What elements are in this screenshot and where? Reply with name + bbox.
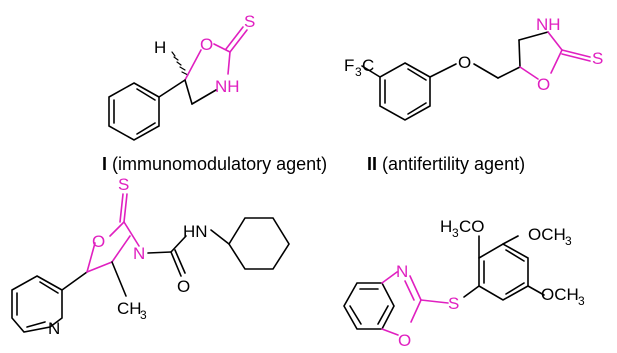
compound-II-ring-oxygen-label: O <box>537 75 550 94</box>
svg-text:I(immunomodulatory agent): I(immunomodulatory agent) <box>102 154 327 174</box>
compound-IV-methoxy-bottom-count: 3 <box>578 294 585 308</box>
compound-IV-methoxy-top-count: 3 <box>565 234 572 248</box>
compound-IV-nitrogen-label: N <box>396 262 408 281</box>
compound-III-methyl-label: CH <box>117 299 142 318</box>
compound-II-description: (antifertility agent) <box>382 154 525 174</box>
compound-IV-methoxy-top-label: OCH <box>528 225 566 244</box>
compound-IV-benzo-ring <box>343 282 395 330</box>
compound-III-sulfur-label: S <box>118 175 129 194</box>
compound-II-numeral: II <box>367 154 377 174</box>
compound-I-nh-label: NH <box>215 77 240 96</box>
compound-I-structure: H O S NH <box>108 12 255 141</box>
compound-I-oxygen-label: O <box>200 35 213 54</box>
compound-IV-oxygen-label: O <box>398 331 411 350</box>
compound-II-ether-oxygen-label: O <box>458 53 471 72</box>
compound-IV-methoxy-left-count: 3 <box>452 226 459 240</box>
compound-I-sulfur-label: S <box>244 12 255 31</box>
svg-text:II(antifertility agent): II(antifertility agent) <box>367 154 525 174</box>
compound-IV-sulfur-label: S <box>448 294 459 313</box>
compound-III-pyridine-ring <box>11 275 63 333</box>
compound-II-structure: F 3 C O NH O S <box>344 15 603 121</box>
compound-III-structure: S O N HN O N CH 3 <box>11 175 290 338</box>
compound-II-fluorine-label: F <box>344 56 354 75</box>
compound-III-nitrogen-label: N <box>133 244 145 263</box>
compound-I-caption: I(immunomodulatory agent) <box>102 154 327 174</box>
compound-IV-trimethoxyphenyl-ring <box>478 243 529 301</box>
compound-I-description: (immunomodulatory agent) <box>112 154 327 174</box>
compound-IV-methoxy-left-co: CO <box>459 217 485 236</box>
compound-I-numeral: I <box>102 154 107 174</box>
compound-II-nh-label: NH <box>536 15 561 34</box>
compound-III-methyl-count: 3 <box>140 308 147 322</box>
compound-II-sulfur-label: S <box>592 49 603 68</box>
compound-III-pyridine-nitrogen-label: N <box>48 319 60 338</box>
compound-II-fluorine-count: 3 <box>355 65 362 79</box>
compound-I-hydrogen-label: H <box>154 38 166 57</box>
compound-III-hn-label: HN <box>183 222 208 241</box>
compound-II-aryl-ring <box>379 62 431 121</box>
compound-III-carbonyl-oxygen-label: O <box>177 277 190 296</box>
compound-I-phenyl-ring <box>108 82 160 141</box>
compound-II-caption: II(antifertility agent) <box>367 154 525 174</box>
compound-II-carbon-label: C <box>362 56 374 75</box>
compound-IV-structure: H 3 CO OCH 3 OCH 3 N S O <box>343 217 585 350</box>
compound-IV-methoxy-bottom-label: OCH <box>541 285 579 304</box>
compound-IV-methoxy-left-h: H <box>440 217 452 236</box>
compound-III-oxygen-label: O <box>92 232 105 251</box>
